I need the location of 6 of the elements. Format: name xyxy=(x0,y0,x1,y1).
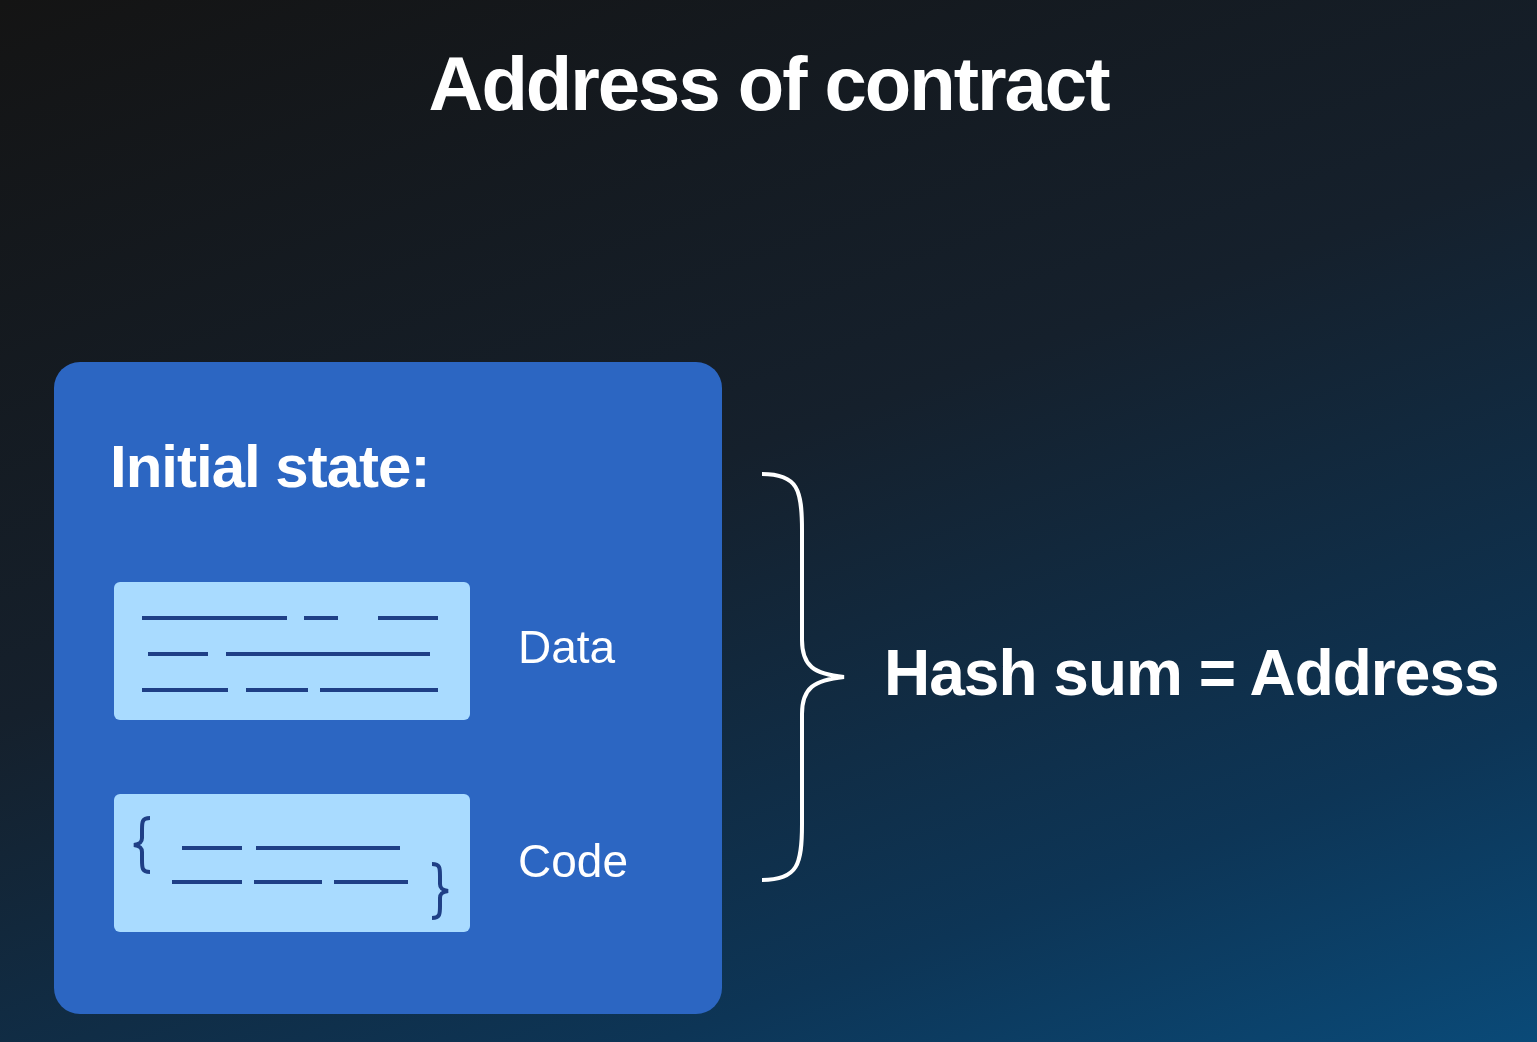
card-caption: Code xyxy=(518,834,628,888)
state-panel xyxy=(54,362,722,1014)
slide-title: Address of contract xyxy=(427,40,1110,127)
result-label: Hash sum = Address xyxy=(884,636,1499,710)
panel-heading: Initial state: xyxy=(110,432,430,501)
card-caption: Data xyxy=(518,620,616,674)
